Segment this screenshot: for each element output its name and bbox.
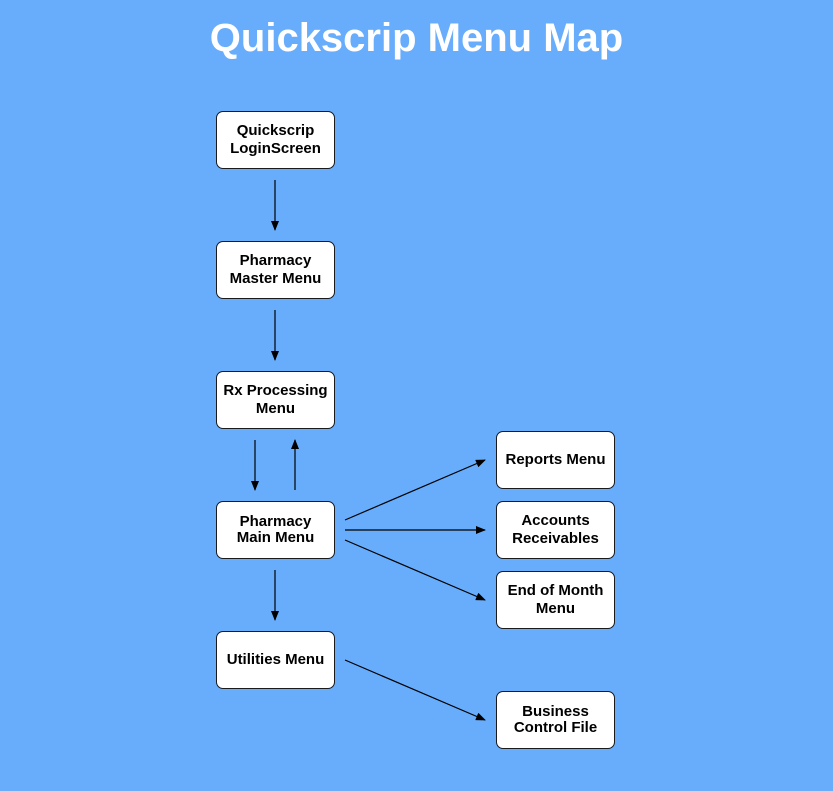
node-label-line: Main Menu (236, 529, 315, 546)
node-business-control-file[interactable]: Business Control File (496, 691, 615, 749)
node-label-line: Control File (513, 719, 598, 736)
node-label-line: Quickscrip (236, 122, 315, 139)
node-label-line: Business (522, 703, 589, 720)
node-label-line: Pharmacy (239, 513, 312, 530)
node-label-line: LoginScreen (230, 140, 321, 157)
node-label-line: Utilities Menu (226, 651, 325, 668)
node-label-line: Menu (535, 600, 576, 617)
node-label-line: End of Month (507, 582, 604, 599)
node-label-line: Menu (255, 400, 296, 417)
page-title: Quickscrip Menu Map (209, 16, 624, 60)
node-label-line: Reports Menu (505, 451, 606, 468)
arrow-utilities-to-business (344, 659, 486, 721)
node-utilities-menu[interactable]: Utilities Menu (216, 631, 335, 689)
node-end-of-month-menu[interactable]: End of Month Menu (496, 571, 615, 629)
node-label-line: Pharmacy (239, 252, 312, 269)
arrow-main-to-reports (344, 459, 486, 521)
node-label-line: Receivables (512, 530, 599, 547)
node-reports-menu[interactable]: Reports Menu (496, 431, 615, 489)
node-quickscrip-login-screen[interactable]: Quickscrip LoginScreen (216, 111, 335, 169)
node-pharmacy-master-menu[interactable]: Pharmacy Master Menu (216, 241, 335, 299)
node-rx-processing-menu[interactable]: Rx Processing Menu (216, 371, 335, 429)
arrow-main-to-eom (344, 539, 486, 601)
node-label-line: Master Menu (229, 270, 322, 287)
node-pharmacy-main-menu[interactable]: Pharmacy Main Menu (216, 501, 335, 559)
node-label-line: Rx Processing (223, 382, 328, 399)
node-label-line: Accounts (521, 512, 590, 529)
node-accounts-receivables[interactable]: Accounts Receivables (496, 501, 615, 559)
